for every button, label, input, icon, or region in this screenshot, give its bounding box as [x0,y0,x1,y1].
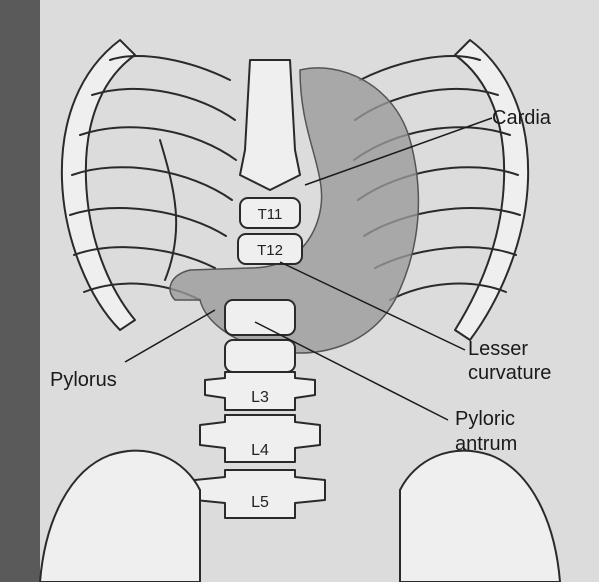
label-t12: T12 [257,242,283,259]
label-l5: L5 [251,494,269,511]
vertebra-l1 [225,300,295,335]
vertebra-l2 [225,340,295,372]
label-t11: T11 [258,206,283,223]
page-gutter-shadow [0,0,40,582]
label-pylorus: Pylorus [50,369,117,391]
label-cardia: Cardia [492,107,552,129]
label-l3: L3 [251,389,269,406]
label-lesser-curvature-2: curvature [468,362,551,384]
label-lesser-curvature-1: Lesser [468,338,528,360]
label-l4: L4 [251,442,269,459]
label-pyloric-antrum-1: Pyloric [455,408,515,430]
label-pyloric-antrum-2: antrum [455,433,517,455]
sternum [240,60,300,190]
